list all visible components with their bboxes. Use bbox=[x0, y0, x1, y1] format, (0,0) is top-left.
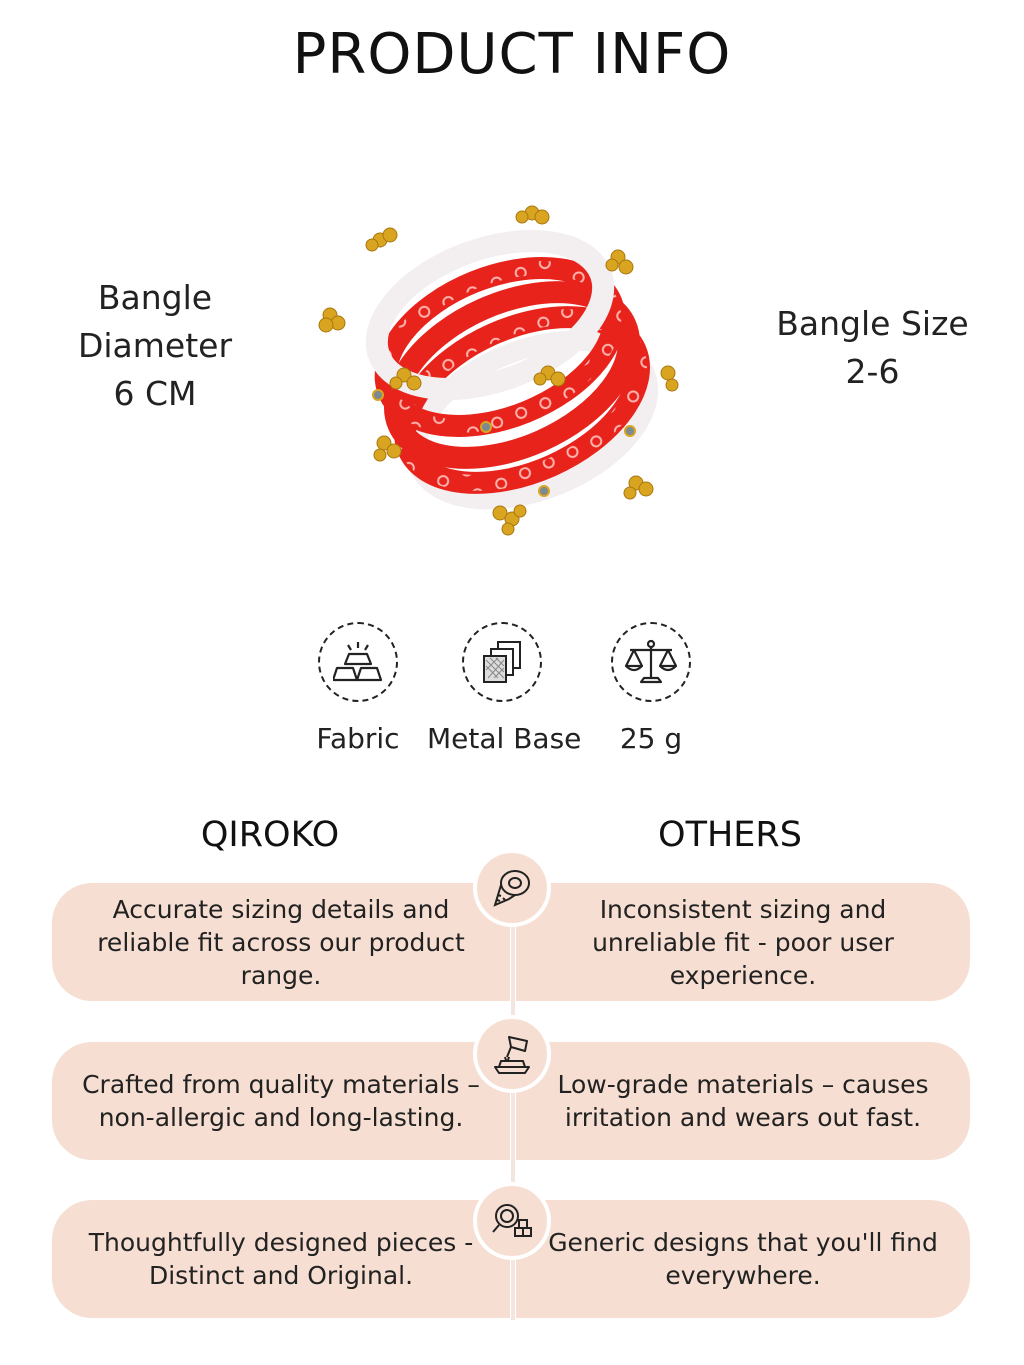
comparison-divider bbox=[511, 880, 515, 1320]
bangle-size-label: Bangle Size 2-6 bbox=[776, 304, 969, 391]
bangle-diameter-label: Bangle Diameter 6 CM bbox=[77, 278, 233, 413]
feature-label: Metal Base bbox=[427, 722, 582, 755]
feature-fabric: Fabric bbox=[283, 622, 433, 755]
comparison-row-design: Thoughtfully designed pieces - Distinct … bbox=[52, 1200, 970, 1318]
material-pour-icon bbox=[473, 1015, 551, 1093]
measuring-tape-icon bbox=[473, 849, 551, 927]
feature-icons: Fabric Metal Base bbox=[300, 622, 724, 762]
others-point: Inconsistent sizing and unreliable fit -… bbox=[516, 883, 970, 1001]
qiroko-point: Thoughtfully designed pieces - Distinct … bbox=[52, 1200, 510, 1318]
qiroko-point: Crafted from quality materials – non-all… bbox=[52, 1042, 510, 1160]
feature-label: 25 g bbox=[619, 722, 683, 755]
feature-weight: 25 g bbox=[576, 622, 726, 755]
feature-metal-base: Metal Base bbox=[427, 622, 582, 755]
page-title: PRODUCT INFO bbox=[292, 22, 732, 87]
qiroko-heading: QIROKO bbox=[200, 815, 340, 855]
comparison-row-materials: Crafted from quality materials – non-all… bbox=[52, 1042, 970, 1160]
bangle-set-image bbox=[318, 205, 679, 536]
layers-icon bbox=[462, 622, 542, 702]
feature-label: Fabric bbox=[316, 722, 400, 755]
design-search-icon bbox=[473, 1182, 551, 1260]
scale-icon bbox=[611, 622, 691, 702]
comparison-row-sizing: Accurate sizing details and reliable fit… bbox=[52, 883, 970, 1001]
others-point: Generic designs that you'll find everywh… bbox=[516, 1200, 970, 1318]
others-point: Low-grade materials – causes irritation … bbox=[516, 1042, 970, 1160]
others-heading: OTHERS bbox=[658, 815, 802, 855]
gold-bars-icon bbox=[318, 622, 398, 702]
qiroko-point: Accurate sizing details and reliable fit… bbox=[52, 883, 510, 1001]
